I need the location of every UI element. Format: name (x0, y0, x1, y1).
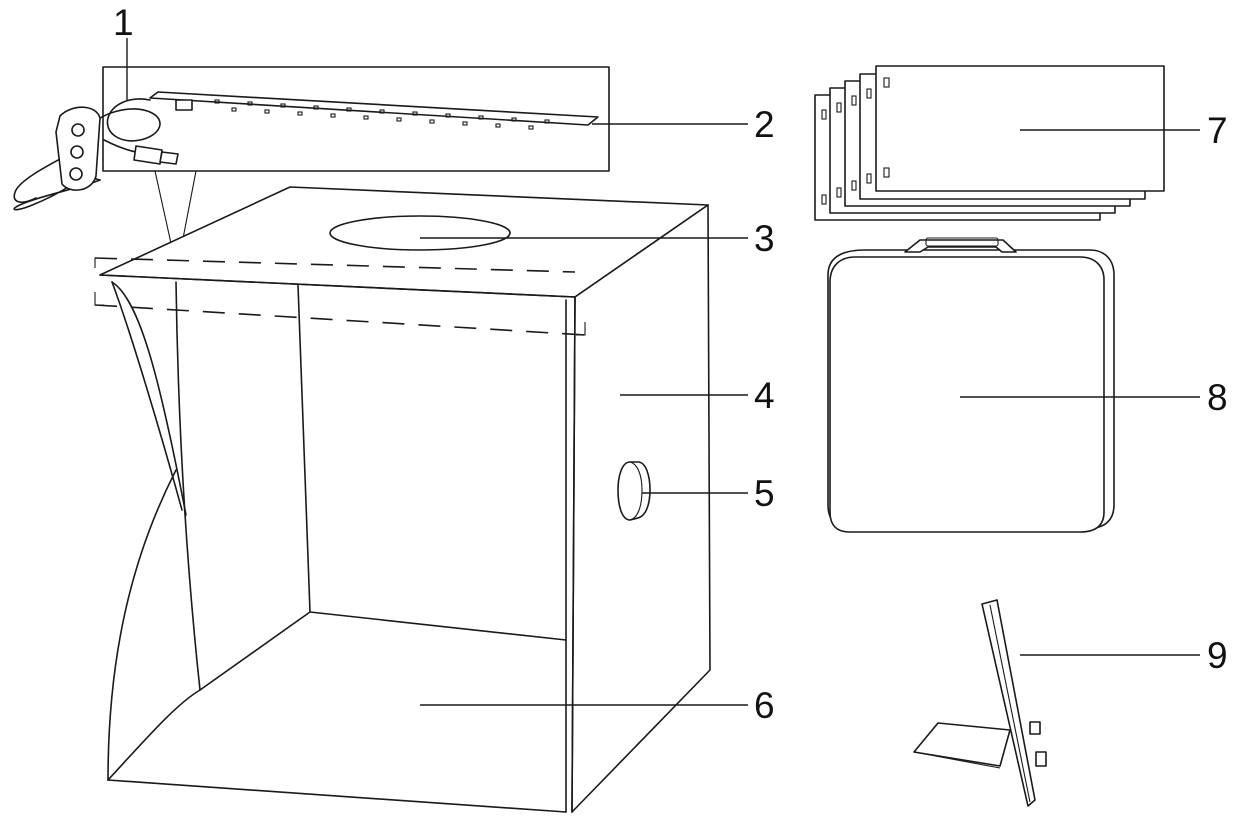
callout-9: 9 (1207, 635, 1228, 676)
callout-1: 1 (113, 2, 134, 43)
light-strip-dashed-top (94, 257, 576, 273)
callout-7: 7 (1207, 110, 1228, 151)
backdrop-sheets (814, 65, 1165, 221)
floor-left-curve (107, 689, 201, 781)
phone-stand (913, 599, 1047, 807)
back-panel-edges (297, 284, 567, 641)
stand-base-edge (913, 751, 1001, 769)
left-backdrop-edge (175, 281, 201, 691)
led-dots (214, 99, 550, 130)
backdrop-sheet-5 (875, 65, 1165, 192)
usb-plug-body (133, 145, 163, 165)
strip-connector (175, 99, 193, 111)
stand-plate (981, 599, 1036, 807)
side-shooting-hole (617, 461, 651, 521)
callout-6: 6 (754, 685, 775, 726)
switch-button-2 (70, 145, 84, 159)
dimmer-switch (55, 106, 101, 191)
light-box (94, 186, 711, 813)
usb-plug-tip (159, 151, 179, 165)
dash-bracket-bl (94, 292, 104, 306)
side-hole-rim (629, 461, 643, 521)
callout-5: 5 (754, 473, 775, 514)
stand-clip-upper (1029, 721, 1041, 735)
callout-8: 8 (1207, 377, 1228, 418)
sheet-tabs (821, 77, 890, 205)
led-strip-inset (13, 66, 610, 211)
light-strip-dashed-bottom (94, 304, 586, 336)
dash-bracket-tl (94, 257, 104, 268)
left-flap-inner (111, 281, 183, 511)
top-shooting-hole (329, 215, 511, 251)
leader-lines (126, 38, 1200, 706)
callout-2: 2 (754, 104, 775, 145)
top-front-edge (99, 274, 576, 298)
callout-numbers: 1 2 3 4 5 6 7 8 9 (113, 2, 1228, 726)
dash-bracket-br (576, 322, 586, 336)
stand-base (913, 722, 1011, 767)
switch-button-1 (71, 123, 85, 137)
callout-4: 4 (754, 375, 775, 416)
stand-plate-edge (989, 604, 1031, 803)
floor-back-left-edge (199, 611, 311, 691)
case-front (829, 256, 1105, 533)
case-handle-grip (925, 237, 999, 247)
front-right-edge-inner (571, 296, 576, 813)
callout-3: 3 (754, 218, 775, 259)
left-outer-curve (107, 469, 177, 781)
usb-cable (103, 139, 137, 153)
inset-frame (102, 66, 610, 172)
switch-button-3 (69, 167, 83, 181)
floor-front-edge (107, 779, 567, 813)
led-strip (149, 91, 599, 126)
carry-case (827, 237, 1115, 533)
stand-clip-lower (1035, 751, 1047, 767)
left-flap-fold (111, 281, 187, 516)
